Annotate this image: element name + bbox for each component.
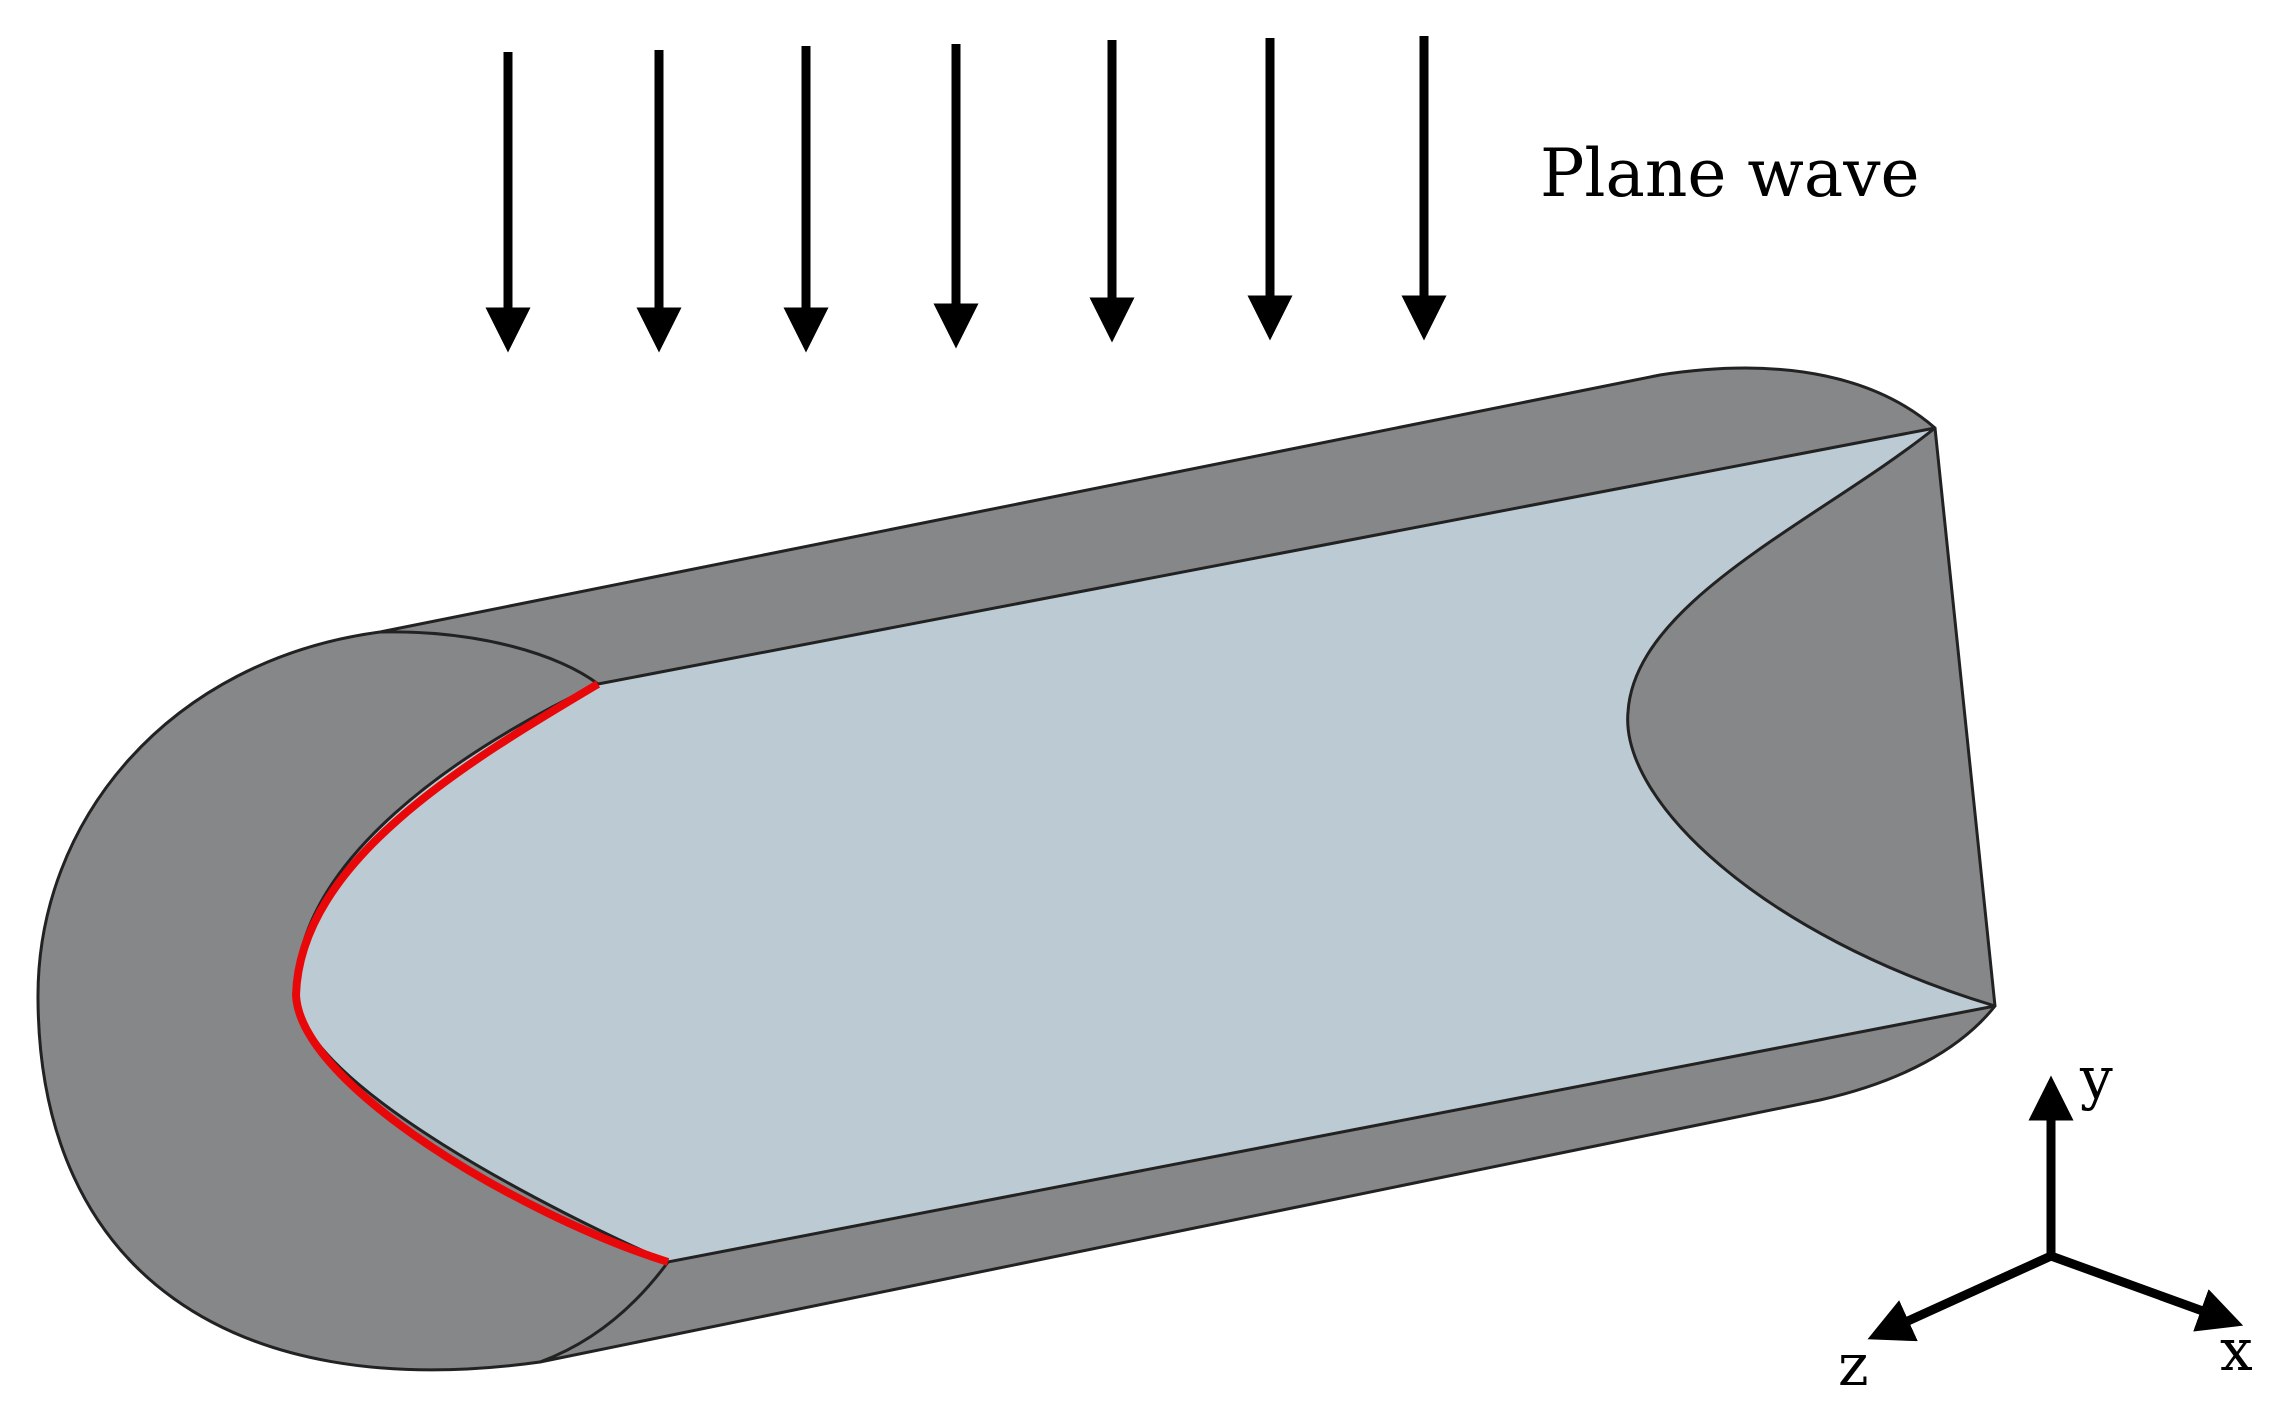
x-axis-arrow (2049, 1251, 2244, 1332)
z-axis-arrow (1867, 1251, 2053, 1342)
y-axis-label: y (2079, 1044, 2113, 1112)
highlight-edge-curve (291, 680, 670, 1266)
end-face-seam (379, 630, 599, 686)
tube-inner-surface (294, 426, 1996, 1264)
half-tube (36, 366, 1997, 1372)
z-axis-label: z (1838, 1331, 1869, 1399)
plane-wave-arrows (485, 36, 1447, 353)
x-axis-label: x (2220, 1316, 2253, 1384)
coordinate-axes: y x z (1838, 1044, 2253, 1399)
plane-wave-label: Plane wave (1540, 135, 1920, 212)
end-face-seam-bottom (539, 1261, 670, 1364)
